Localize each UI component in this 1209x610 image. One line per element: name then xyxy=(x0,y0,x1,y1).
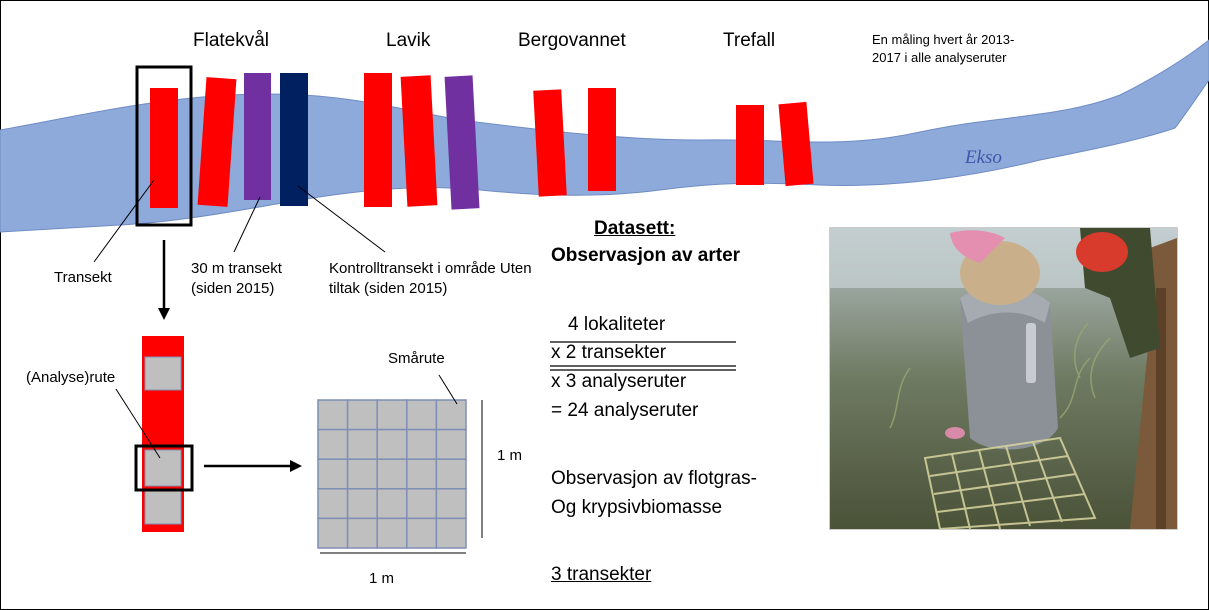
small-cell xyxy=(376,399,408,431)
small-cell xyxy=(376,428,408,460)
label-small-cell: Smårute xyxy=(388,350,445,367)
small-cell xyxy=(317,488,349,520)
transect-markers xyxy=(150,73,814,210)
label-side-horizontal: 1 m xyxy=(369,570,395,587)
transect-flatekval-2 xyxy=(197,77,237,207)
label-30m-transect: 30 m transekt (siden 2015) xyxy=(191,260,282,297)
small-cell xyxy=(317,399,349,431)
site-label-lavik: Lavik xyxy=(386,30,431,51)
arrow-down-head xyxy=(158,308,170,320)
small-cell xyxy=(317,517,349,549)
small-cell xyxy=(376,488,408,520)
pointer-transect xyxy=(93,179,155,263)
field-photo xyxy=(829,227,1178,530)
transect-trefall-1 xyxy=(736,105,764,185)
pointer-analysis-cell xyxy=(115,388,161,459)
pointer-control xyxy=(297,185,386,253)
measurement-note: En måling hvert år 2013-2017 i alle anal… xyxy=(872,32,1015,65)
river-label: Ekso xyxy=(965,147,1002,168)
small-cell xyxy=(346,428,378,460)
dataset-line-analysis-cells: x 3 analyseruter xyxy=(551,371,687,392)
transect-lavik-2 xyxy=(400,75,438,207)
transect-lavik-1 xyxy=(364,73,392,207)
dataset-line-transects: x 2 transekter xyxy=(551,342,667,363)
pointer-small-cell xyxy=(438,374,458,405)
label-side-vertical: 1 m xyxy=(497,447,523,464)
transect-flatekval-1 xyxy=(150,88,178,208)
small-cell xyxy=(406,488,438,520)
control-transect-flatekval xyxy=(280,73,308,206)
field-photo-illustration xyxy=(830,228,1177,529)
site-label-trefall: Trefall xyxy=(723,30,776,51)
small-cell xyxy=(435,428,467,460)
small-cell xyxy=(346,399,378,431)
analysis-cell-middle xyxy=(144,449,182,487)
site-label-bergovannet: Bergovannet xyxy=(518,30,626,51)
small-cell xyxy=(376,517,408,549)
small-cell xyxy=(406,517,438,549)
site-label-flatekval: Flatekvål xyxy=(193,30,270,51)
small-cell xyxy=(317,428,349,460)
small-cell xyxy=(346,488,378,520)
small-cell xyxy=(435,488,467,520)
small-cell xyxy=(435,458,467,490)
analysis-cell-highlight-box xyxy=(134,444,194,492)
small-cell xyxy=(435,399,467,431)
dataset-observation-line2: Og krypsivbiomasse xyxy=(551,497,723,518)
label-analysis-cell: (Analyse)rute xyxy=(26,369,116,386)
small-cell xyxy=(376,458,408,490)
small-cell xyxy=(346,517,378,549)
dataset-line-total: = 24 analyseruter xyxy=(551,400,699,421)
arrow-right-head xyxy=(290,460,302,472)
label-control-transect: Kontrolltransekt i område Uten tiltak (s… xyxy=(329,260,532,297)
dataset-observation-line1: Observasjon av flotgras- xyxy=(551,468,757,489)
small-cell xyxy=(406,458,438,490)
transect-bergovannet-2 xyxy=(588,88,616,191)
small-cell xyxy=(406,399,438,431)
dataset-subheading: Observasjon av arter xyxy=(551,245,741,266)
transect-30m-flatekval xyxy=(244,73,271,200)
analysis-cell-bottom xyxy=(144,489,182,525)
transect-highlight-box xyxy=(135,65,193,227)
dataset-transect-count: 3 transekter xyxy=(551,564,652,585)
transect-trefall-2 xyxy=(778,101,814,187)
pointer-30m xyxy=(233,196,261,253)
transect-bergovannet-1 xyxy=(533,89,567,197)
small-cell xyxy=(435,517,467,549)
dataset-heading: Datasett: xyxy=(594,218,676,239)
label-transect: Transekt xyxy=(54,269,112,286)
quadrat-grid xyxy=(317,399,467,549)
analysis-cell-top xyxy=(144,356,182,391)
transect-30m-lavik xyxy=(444,75,480,210)
small-cell xyxy=(406,428,438,460)
small-cell xyxy=(317,458,349,490)
dataset-line-localities: 4 lokaliteter xyxy=(568,314,666,335)
small-cell xyxy=(346,458,378,490)
